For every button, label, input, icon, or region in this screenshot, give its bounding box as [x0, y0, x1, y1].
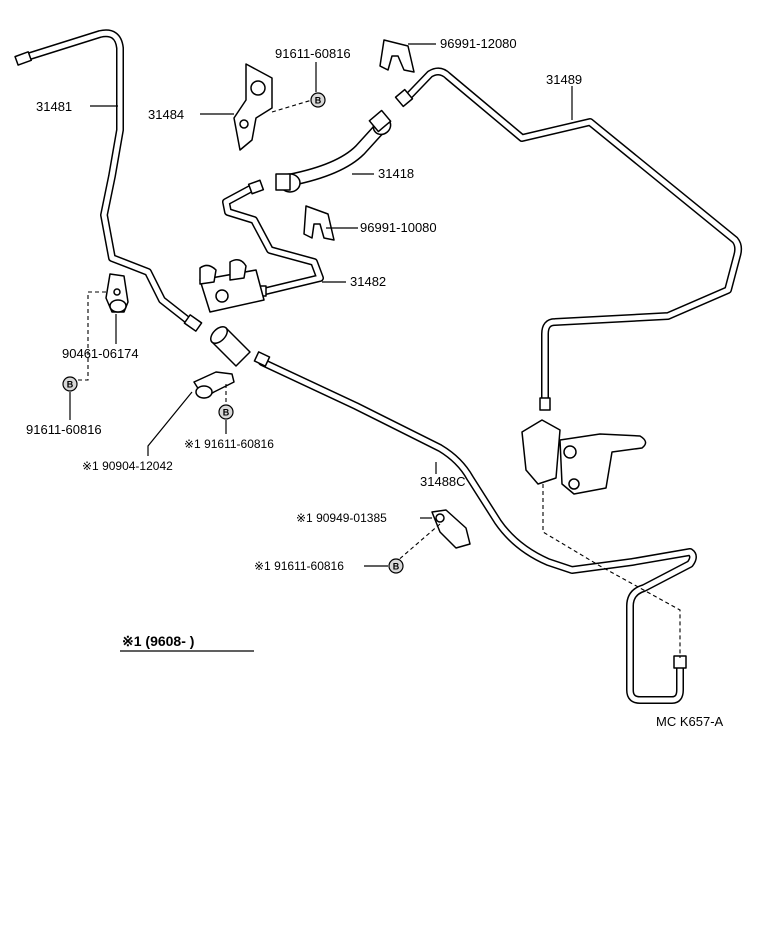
valve-icon: [199, 259, 265, 313]
label-91611-mid: ※1 91611-60816: [184, 437, 274, 451]
bracket-icon: [105, 273, 129, 313]
pipe-31481: [26, 29, 194, 326]
bolt-b-icon: B: [388, 558, 404, 574]
bolt-b-icon: B: [218, 404, 234, 420]
hose-31418: [283, 121, 387, 187]
bracket-icon: [193, 371, 235, 399]
clip-icon: [431, 509, 471, 549]
label-31489: 31489: [546, 72, 582, 87]
clip-icon: [379, 39, 415, 73]
label-91611-low: ※1 91611-60816: [254, 559, 344, 573]
label-31482: 31482: [350, 274, 386, 289]
label-96991-10080: 96991-10080: [360, 220, 437, 235]
hose-icon: [210, 326, 251, 367]
dashed-guides: [74, 99, 681, 658]
diagram-reference-code: MC K657-A: [656, 714, 724, 729]
bolt-b-icon: B: [62, 376, 78, 392]
label-91611-top: 91611-60816: [275, 46, 351, 61]
label-90461: 90461-06174: [62, 346, 139, 361]
label-90949: ※1 90949-01385: [296, 511, 387, 525]
hose-end-fittings: [275, 109, 392, 193]
svg-text:B: B: [67, 380, 74, 390]
applicability-note: ※1 (9608- ): [122, 633, 194, 649]
label-31484: 31484: [148, 107, 184, 122]
label-31418: 31418: [378, 166, 414, 181]
label-90904: ※1 90904-12042: [82, 459, 173, 473]
svg-text:B: B: [315, 96, 322, 106]
clip-icon: [303, 205, 335, 241]
bolt-b-icon: B: [310, 92, 326, 108]
bracket-icon: [233, 63, 273, 151]
label-96991-12080: 96991-12080: [440, 36, 517, 51]
label-31481: 31481: [36, 99, 72, 114]
svg-text:B: B: [223, 408, 230, 418]
pipe-31482: [222, 184, 324, 296]
label-91611-left: 91611-60816: [26, 422, 102, 437]
master-cylinder-icon: [521, 419, 647, 495]
label-31488c: 31488C: [420, 474, 466, 489]
pipe-31488c: [258, 358, 697, 704]
leader-lines: [69, 43, 573, 567]
svg-text:B: B: [393, 562, 400, 572]
pipe-31489: [401, 67, 743, 404]
